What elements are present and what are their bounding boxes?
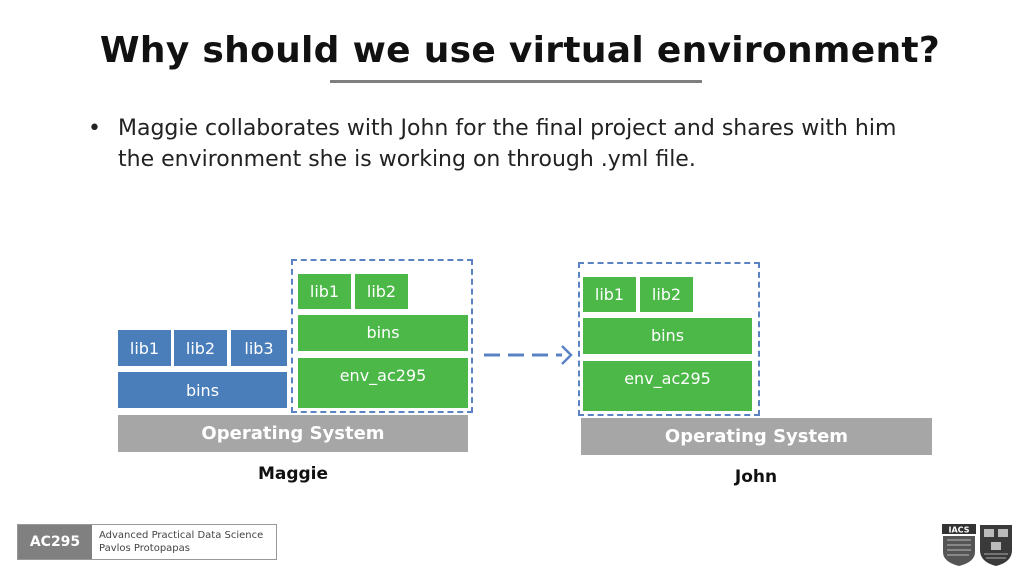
- iacs-logo: IACS: [942, 524, 976, 566]
- john-env-frame: [578, 262, 760, 416]
- john-env-bins: bins: [583, 318, 752, 354]
- john-env-lib2: lib2: [640, 277, 693, 312]
- share-arrow-icon: [484, 345, 573, 365]
- maggie-env-bins: bins: [298, 315, 468, 351]
- john-os: Operating System: [581, 418, 932, 455]
- maggie-base-bins: bins: [118, 372, 287, 408]
- john-env-lib1: lib1: [583, 277, 636, 312]
- footer-badge: AC295 Advanced Practical Data Science Pa…: [17, 524, 277, 560]
- course-title: Advanced Practical Data Science: [99, 530, 264, 541]
- maggie-env-lib1: lib1: [298, 274, 351, 309]
- maggie-base-lib1: lib1: [118, 330, 171, 366]
- maggie-env-lib2: lib2: [355, 274, 408, 309]
- maggie-os: Operating System: [118, 415, 468, 452]
- harvard-shield-icon: [980, 525, 1012, 566]
- john-env-name: env_ac295: [583, 361, 752, 411]
- instructor-name: Pavlos Protopapas: [99, 543, 190, 554]
- bullet-text: Maggie collaborates with John for the fi…: [118, 116, 897, 172]
- bullet-icon: •: [88, 116, 101, 141]
- maggie-base-lib2: lib2: [174, 330, 227, 366]
- maggie-env-name: env_ac295: [298, 358, 468, 408]
- maggie-env-frame: [291, 259, 473, 413]
- svg-text:IACS: IACS: [949, 526, 970, 535]
- title-underline: [330, 80, 702, 83]
- slide-title: Why should we use virtual environment?: [99, 30, 941, 71]
- maggie-caption: Maggie: [257, 464, 329, 484]
- course-code: AC295: [18, 525, 92, 559]
- john-caption: John: [734, 467, 778, 487]
- maggie-base-lib3: lib3: [231, 330, 287, 366]
